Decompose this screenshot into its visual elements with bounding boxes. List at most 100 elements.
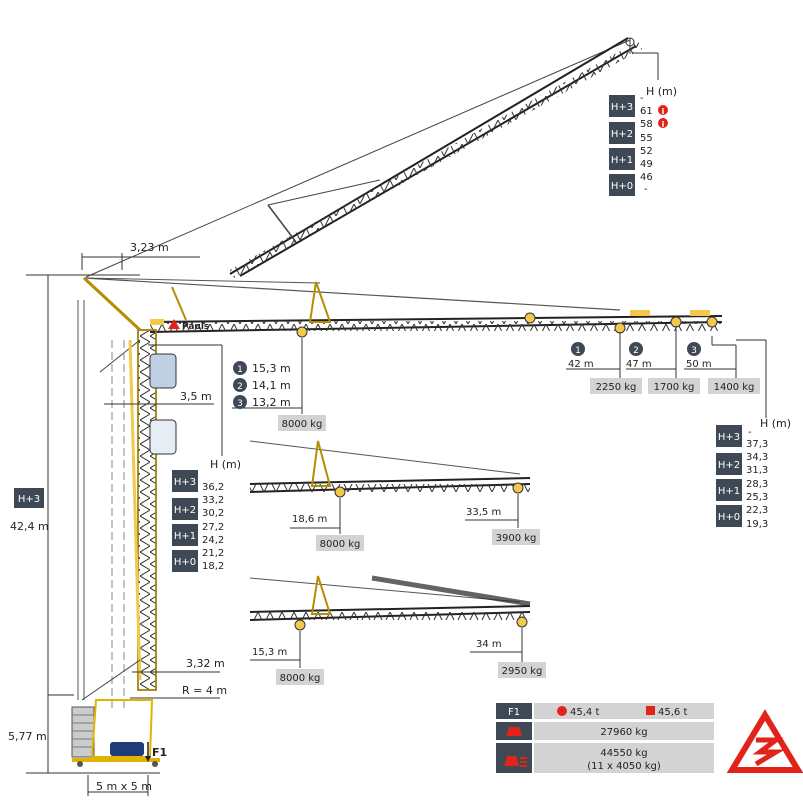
cab-lower — [149, 419, 177, 455]
mid-value: 21,2 — [202, 548, 224, 559]
load-box — [708, 378, 760, 394]
jib2-far-radius: 33,5 m — [466, 507, 501, 518]
mid-value: 18,2 — [202, 561, 224, 572]
jib3-near-radius: 15,3 m — [252, 647, 287, 658]
right-value: 31,3 — [746, 465, 768, 476]
config-number: 1 — [237, 365, 243, 375]
right-value: 37,3 — [746, 439, 768, 450]
tip-number: 2 — [633, 346, 639, 356]
ballast-weight: 44550 kg — [600, 748, 647, 759]
mid-value: 24,2 — [202, 535, 224, 546]
tip-number: 1 — [575, 346, 581, 356]
tip-load: 2250 kg — [596, 382, 637, 393]
jib2-far-load: 3900 kg — [496, 533, 537, 544]
total-height-label: 42,4 m — [10, 520, 49, 533]
top-value: 52 — [640, 146, 653, 157]
top-value: 55 — [640, 133, 653, 144]
right-row-label-h3: H+3 — [718, 432, 740, 443]
mid-value: 30,2 — [202, 508, 224, 519]
main-near-load: 8000 kg — [282, 419, 323, 430]
cab-offset-label: 3,5 m — [180, 390, 212, 403]
top-height-table: H (m) H+3 H+2 H+1 H+0 - 61 58 55 52 49 4… — [609, 85, 677, 196]
top-value: 46 — [640, 172, 653, 183]
crane-weight: 27960 kg — [600, 727, 647, 738]
load-box — [276, 669, 324, 685]
right-value: - — [748, 427, 752, 438]
mid-row-label-h3: H+3 — [174, 477, 196, 488]
jib-config-legend: 1 15,3 m 2 14,1 m 3 13,2 m — [233, 361, 291, 409]
mid-value: 36,2 — [202, 482, 224, 493]
right-value: 34,3 — [746, 452, 768, 463]
radius-label: R = 4 m — [182, 684, 227, 697]
jib2-near-load: 8000 kg — [320, 539, 361, 550]
cab-upper — [149, 353, 177, 389]
svg-text:i: i — [662, 120, 665, 129]
brand-mark: Pauls — [182, 322, 209, 332]
load-box — [316, 535, 364, 551]
load-box — [590, 378, 642, 394]
svg-text:i: i — [662, 107, 665, 116]
mid-row-label-h2: H+2 — [174, 505, 196, 516]
square-marker-icon — [646, 706, 655, 715]
mid-table-unit: H (m) — [210, 458, 241, 471]
jib2-near-radius: 18,6 m — [292, 514, 327, 525]
mast-offset-label: 3,32 m — [186, 657, 225, 670]
side-height-badge-text: H+3 — [18, 494, 40, 505]
jib3-far-load: 2950 kg — [502, 666, 543, 677]
luffing-jib — [85, 37, 643, 278]
config-number: 3 — [237, 399, 243, 409]
config-radius: 13,2 m — [252, 396, 291, 409]
chassis — [110, 742, 144, 756]
right-table-unit: H (m) — [760, 417, 791, 430]
tip-load: 1400 kg — [714, 382, 755, 393]
top-row-label-h0: H+0 — [611, 181, 633, 192]
top-value: 58 — [640, 119, 653, 130]
right-row-label-h0: H+0 — [718, 512, 740, 523]
right-value: 25,3 — [746, 492, 768, 503]
top-value: 61 — [640, 106, 653, 117]
tip-radius: 47 m — [626, 359, 652, 370]
mid-row-label-h0: H+0 — [174, 557, 196, 568]
config-radius: 14,1 m — [252, 379, 291, 392]
mid-height-table: H (m) H+3 H+2 H+1 H+0 36,2 33,2 30,2 27,… — [172, 458, 241, 572]
load-box — [278, 415, 326, 431]
info-icon[interactable]: i — [658, 118, 668, 129]
top-value: 49 — [640, 159, 653, 170]
mid-row-label-h1: H+1 — [174, 531, 196, 542]
base-height-label: 5,77 m — [8, 730, 47, 743]
ballast-detail: (11 x 4050 kg) — [587, 761, 661, 772]
right-height-table: H (m) H+3 H+2 H+1 H+0 - 37,3 34,3 31,3 2… — [716, 417, 791, 530]
side-height-badge — [14, 488, 44, 508]
right-value: 28,3 — [746, 479, 768, 490]
top-row-label-h1: H+1 — [611, 155, 633, 166]
tower-mast — [77, 276, 177, 710]
top-value: - — [640, 93, 644, 104]
right-value: 19,3 — [746, 519, 768, 530]
jib-config-2 — [249, 440, 531, 498]
right-row-label-h1: H+1 — [718, 486, 740, 497]
load-box — [498, 662, 546, 678]
jib3-far-radius: 34 m — [476, 639, 502, 650]
top-row-label-h2: H+2 — [611, 129, 633, 140]
tip-radius: 50 m — [686, 359, 712, 370]
config-number: 2 — [237, 382, 243, 392]
luffing-offset-label: 3,23 m — [130, 241, 169, 254]
circle-marker-icon — [557, 706, 567, 716]
jib-config-3 — [249, 575, 531, 631]
triangle-3-logo — [726, 709, 803, 773]
base-size-label: 5 m x 5 m — [96, 780, 152, 793]
top-value: - — [644, 184, 648, 195]
crane-base — [71, 699, 160, 767]
jib3-near-load: 8000 kg — [280, 673, 321, 684]
top-row-label-h3: H+3 — [611, 102, 633, 113]
force-label: F1 — [152, 746, 167, 759]
config-radius: 15,3 m — [252, 362, 291, 375]
load-box — [648, 378, 700, 394]
mid-value: 27,2 — [202, 522, 224, 533]
right-value: 22,3 — [746, 505, 768, 516]
load-table-label: F1 — [508, 707, 520, 718]
ballast-icon — [504, 756, 527, 767]
info-icon[interactable]: i — [658, 105, 668, 116]
